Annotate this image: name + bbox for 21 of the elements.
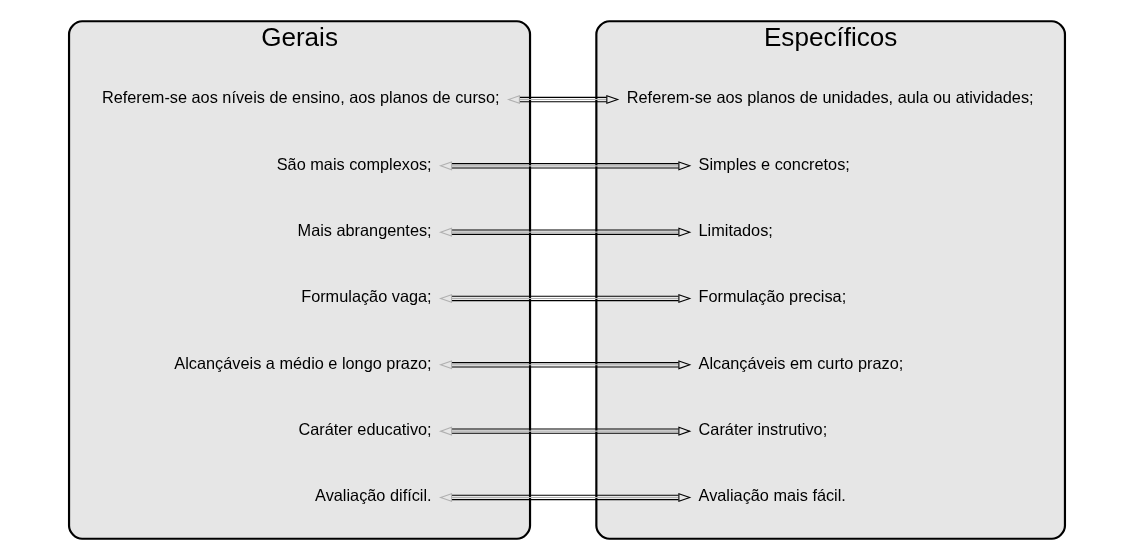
node-text: Caráter instrutivo; (698, 419, 828, 438)
node-text: Alcançáveis em curto prazo; (698, 353, 904, 372)
arrow (439, 360, 692, 370)
arrow (439, 426, 692, 436)
node-text: Referem-se aos planos de unidades, aula ou atividades; (626, 88, 1034, 107)
node-text: Limitados; (698, 220, 773, 239)
node-text: Alcançáveis a médio e longo prazo; (174, 353, 432, 372)
node-text: Mais abrangentes; (297, 220, 432, 239)
node-text: Avaliação difícil. (315, 486, 432, 505)
node-text: Formulação vaga; (301, 287, 432, 306)
arrow (439, 492, 692, 502)
arrow (439, 293, 692, 304)
node-text: Caráter educativo; (298, 419, 432, 438)
node-text: São mais complexos; (276, 154, 432, 173)
node-text: Referem-se aos níveis de ensino, aos planos de curso; (101, 88, 500, 107)
node-text: Avaliação mais fácil. (698, 486, 846, 505)
arrow (439, 227, 692, 237)
node-text: Simples e concretos; (698, 154, 850, 173)
node-text: Formulação precisa; (698, 287, 847, 306)
arrow (439, 161, 692, 171)
arrow (506, 94, 620, 105)
